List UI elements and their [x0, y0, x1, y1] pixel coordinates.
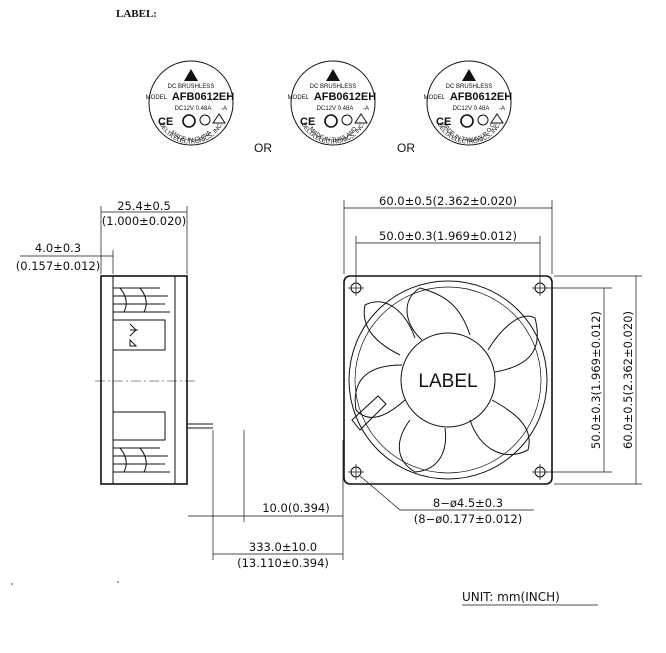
delta-logo-icon — [184, 69, 198, 81]
label-line1: DC BRUSHLESS — [446, 84, 493, 90]
label-outline — [148, 60, 234, 146]
rotation-arrow-icon — [129, 338, 138, 347]
wire-channel — [351, 395, 387, 431]
fan-blade-5 — [354, 364, 406, 418]
ce-mark-icon: CE — [158, 116, 173, 128]
fan-blade-2 — [487, 315, 538, 373]
front-holes-dim-inch: (8−ø0.177±0.012) — [414, 512, 522, 526]
front-venturi-outer — [348, 280, 548, 480]
label-polarity: -A — [363, 106, 369, 112]
label-rating: DC12V 0.48A — [453, 106, 490, 112]
side-flange-dim: 4.0±0.3 — [35, 241, 81, 255]
label-model: AFB0612EH — [450, 91, 512, 103]
delta-logo-icon — [326, 69, 340, 81]
front-dimensions: 60.0±0.5(2.362±0.020) 50.0±0.3(1.969±0.0… — [343, 194, 642, 526]
fan-blade-1 — [406, 287, 471, 341]
label-model: AFB0612EH — [314, 91, 376, 103]
lead-wires-side — [187, 423, 213, 429]
front-frame-outline — [343, 275, 553, 485]
airflow-arrow-icon — [129, 323, 138, 337]
fan-blade-6 — [363, 301, 416, 356]
fan-label-taiwan: DC BRUSHLESS MODEL AFB0612EH DC12V 0.48A… — [424, 60, 512, 146]
label-model-prefix: MODEL — [288, 95, 310, 101]
label-model-prefix: MODEL — [146, 95, 168, 101]
front-hole-spacing: 50.0±0.3(1.969±0.012) — [379, 229, 517, 243]
label-polarity: -A — [499, 106, 505, 112]
side-ribs-top — [113, 287, 170, 313]
front-holes-dim: 8−ø4.5±0.3 — [433, 496, 503, 510]
fan-blade-4 — [398, 419, 447, 473]
side-blade-edges-top — [119, 287, 147, 313]
front-venturi-inner — [354, 286, 542, 474]
or-separator-2: OR — [397, 141, 415, 155]
wire-strip-dim: 10.0(0.394) — [262, 501, 330, 515]
tuv-mark-icon — [354, 113, 368, 124]
cul-mark-icon — [341, 114, 353, 126]
label-outline — [426, 60, 512, 146]
mounting-holes — [348, 280, 548, 480]
front-overall-height: 60.0±0.5(2.362±0.020) — [621, 311, 635, 449]
delta-logo-icon — [462, 69, 476, 81]
scan-speck — [117, 581, 119, 583]
front-hole-spacing-vertical: 50.0±0.3(1.969±0.012) — [589, 311, 603, 449]
hole-crosshairs — [348, 280, 548, 480]
label-model: AFB0612EH — [172, 91, 234, 103]
label-line1: DC BRUSHLESS — [168, 84, 215, 90]
wire-length-dim: 333.0±10.0 — [249, 540, 317, 554]
wire-dimensions: 10.0(0.394) 333.0±10.0 (13.110±0.394) — [188, 430, 344, 570]
wire-length-dim-inch: (13.110±0.394) — [237, 556, 329, 570]
side-blade-edges-bottom — [119, 447, 147, 473]
front-hub — [400, 332, 496, 428]
side-hub-lower — [113, 411, 166, 441]
label-heading: LABEL: — [116, 8, 157, 20]
label-rating: DC12V 0.48A — [175, 106, 212, 112]
side-body-outline — [100, 275, 188, 485]
side-dimensions: 25.4±0.5 (1.000±0.020) 4.0±0.3 (0.157±0.… — [16, 199, 188, 274]
side-hub-upper — [113, 319, 166, 351]
front-hub-label: LABEL — [418, 371, 477, 392]
side-flange-dim-inch: (0.157±0.012) — [16, 259, 100, 273]
fan-label-china: DC BRUSHLESS MODEL AFB0612EH DC12V 0.48A… — [146, 60, 234, 146]
fan-front-view: LABEL — [343, 275, 553, 485]
ul-mark-icon — [460, 114, 474, 128]
tuv-mark-icon — [212, 113, 226, 124]
ce-mark-icon: CE — [300, 116, 315, 128]
tuv-mark-icon — [490, 113, 504, 124]
label-outline — [290, 60, 376, 146]
unit-note: UNIT: mm(INCH) — [462, 590, 560, 604]
label-polarity: -A — [221, 106, 227, 112]
hole-leader-line — [359, 475, 534, 511]
label-model-prefix: MODEL — [424, 95, 446, 101]
side-depth-dim-inch: (1.000±0.020) — [102, 214, 186, 228]
side-ribs-bottom — [113, 447, 170, 473]
or-separator-1: OR — [254, 141, 272, 155]
fan-side-view — [95, 275, 213, 485]
label-rating: DC12V 0.48A — [317, 106, 354, 112]
fan-label-thailand: DC BRUSHLESS MODEL AFB0612EH DC12V 0.48A… — [288, 60, 376, 146]
ul-mark-icon — [324, 114, 338, 128]
scan-speck — [11, 583, 13, 585]
ce-mark-icon: CE — [436, 116, 451, 128]
cul-mark-icon — [199, 114, 211, 126]
cul-mark-icon — [477, 114, 489, 126]
ul-mark-icon — [182, 114, 196, 128]
front-overall-width: 60.0±0.5(2.362±0.020) — [379, 194, 517, 208]
fan-blade-3 — [469, 399, 530, 455]
side-depth-dim: 25.4±0.5 — [117, 199, 171, 213]
label-line1: DC BRUSHLESS — [310, 84, 357, 90]
